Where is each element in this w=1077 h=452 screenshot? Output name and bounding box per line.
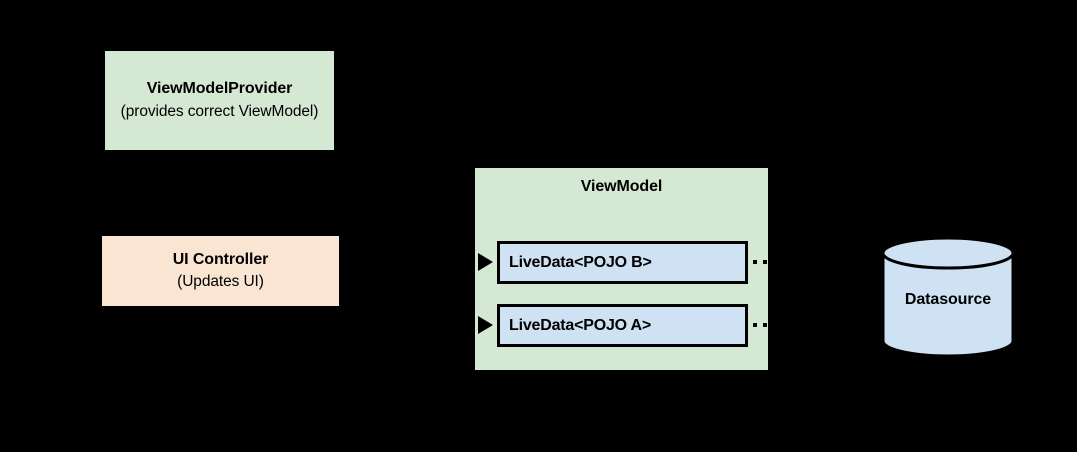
node-livedata-pojo-a[interactable]: LiveData<POJO A> <box>497 304 748 347</box>
node-viewmodelprovider-title: ViewModelProvider <box>146 80 293 98</box>
node-viewmodelprovider-subtitle: (provides correct ViewModel) <box>120 102 319 120</box>
database-cylinder-icon <box>881 236 1015 358</box>
node-datasource[interactable]: Datasource <box>880 236 1016 358</box>
arrowhead-icon-livedata-a <box>478 316 493 334</box>
arrowhead-icon-livedata-b <box>478 253 493 271</box>
node-ui-controller-title: UI Controller <box>172 250 269 268</box>
node-livedata-pojo-b[interactable]: LiveData<POJO B> <box>497 241 748 284</box>
node-livedata-pojo-b-label: LiveData<POJO B> <box>509 253 652 271</box>
dashed-connector-livedata-b <box>753 260 768 264</box>
node-viewmodelprovider[interactable]: ViewModelProvider (provides correct View… <box>105 51 334 150</box>
node-viewmodel[interactable]: ViewModel LiveData<POJO B> LiveData<POJO… <box>475 168 768 370</box>
node-viewmodel-title: ViewModel <box>580 178 663 195</box>
node-ui-controller-subtitle: (Updates UI) <box>177 273 264 291</box>
node-ui-controller[interactable]: UI Controller (Updates UI) <box>102 236 339 306</box>
node-livedata-pojo-a-label: LiveData<POJO A> <box>509 316 652 334</box>
dashed-connector-livedata-a <box>753 323 768 327</box>
